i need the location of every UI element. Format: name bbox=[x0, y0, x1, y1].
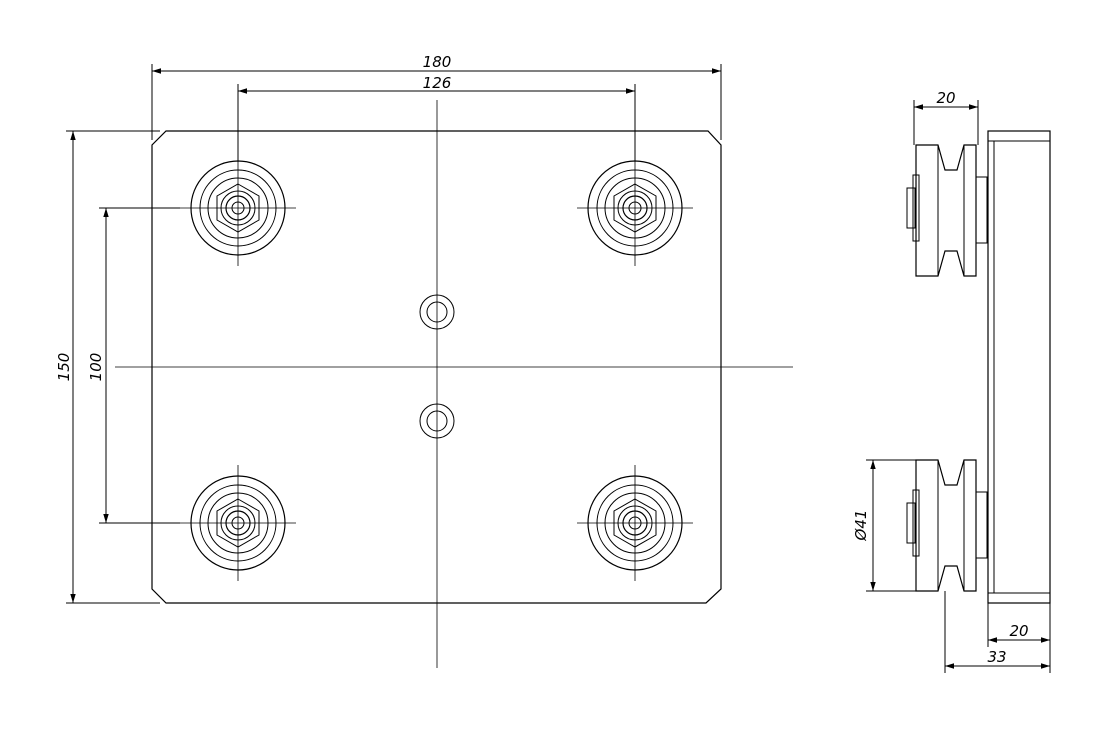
dimension-height: 150 bbox=[55, 130, 160, 604]
dimension-plate-thickness: 20 bbox=[987, 603, 1051, 673]
side-wheel-top bbox=[906, 144, 988, 277]
wheel-bottom-left bbox=[180, 465, 296, 581]
dimension-overall-depth: 33 bbox=[944, 591, 1050, 673]
mounting-hole-lower bbox=[419, 403, 455, 439]
dimension-wheel-width: 20 bbox=[913, 89, 979, 145]
dimension-wheel-diameter: Ø41 bbox=[852, 459, 916, 592]
dimension-width: 180 bbox=[151, 53, 722, 140]
plate-outline bbox=[151, 130, 722, 604]
side-plate bbox=[987, 130, 1051, 604]
side-wheel-bottom bbox=[906, 459, 988, 592]
front-view: 180 126 150 100 bbox=[55, 53, 793, 668]
wheel-spacing-x-label: 126 bbox=[423, 74, 452, 92]
wheel-top-right bbox=[577, 150, 693, 266]
wheel-spacing-y-label: 100 bbox=[87, 353, 105, 382]
wheel-top-left bbox=[180, 150, 296, 266]
height-dim-label: 150 bbox=[55, 353, 73, 382]
mounting-hole-upper bbox=[419, 294, 455, 330]
wheel-diameter-label: Ø41 bbox=[852, 510, 870, 542]
wheel-width-label: 20 bbox=[936, 89, 955, 107]
side-view: 20 Ø41 20 33 bbox=[852, 89, 1051, 673]
wheel-bottom-right bbox=[577, 465, 693, 581]
dimension-wheel-spacing-y: 100 bbox=[87, 207, 180, 524]
dimension-wheel-spacing-x: 126 bbox=[237, 74, 636, 162]
overall-depth-label: 33 bbox=[987, 648, 1006, 666]
width-dim-label: 180 bbox=[423, 53, 452, 71]
plate-thickness-label: 20 bbox=[1009, 622, 1028, 640]
